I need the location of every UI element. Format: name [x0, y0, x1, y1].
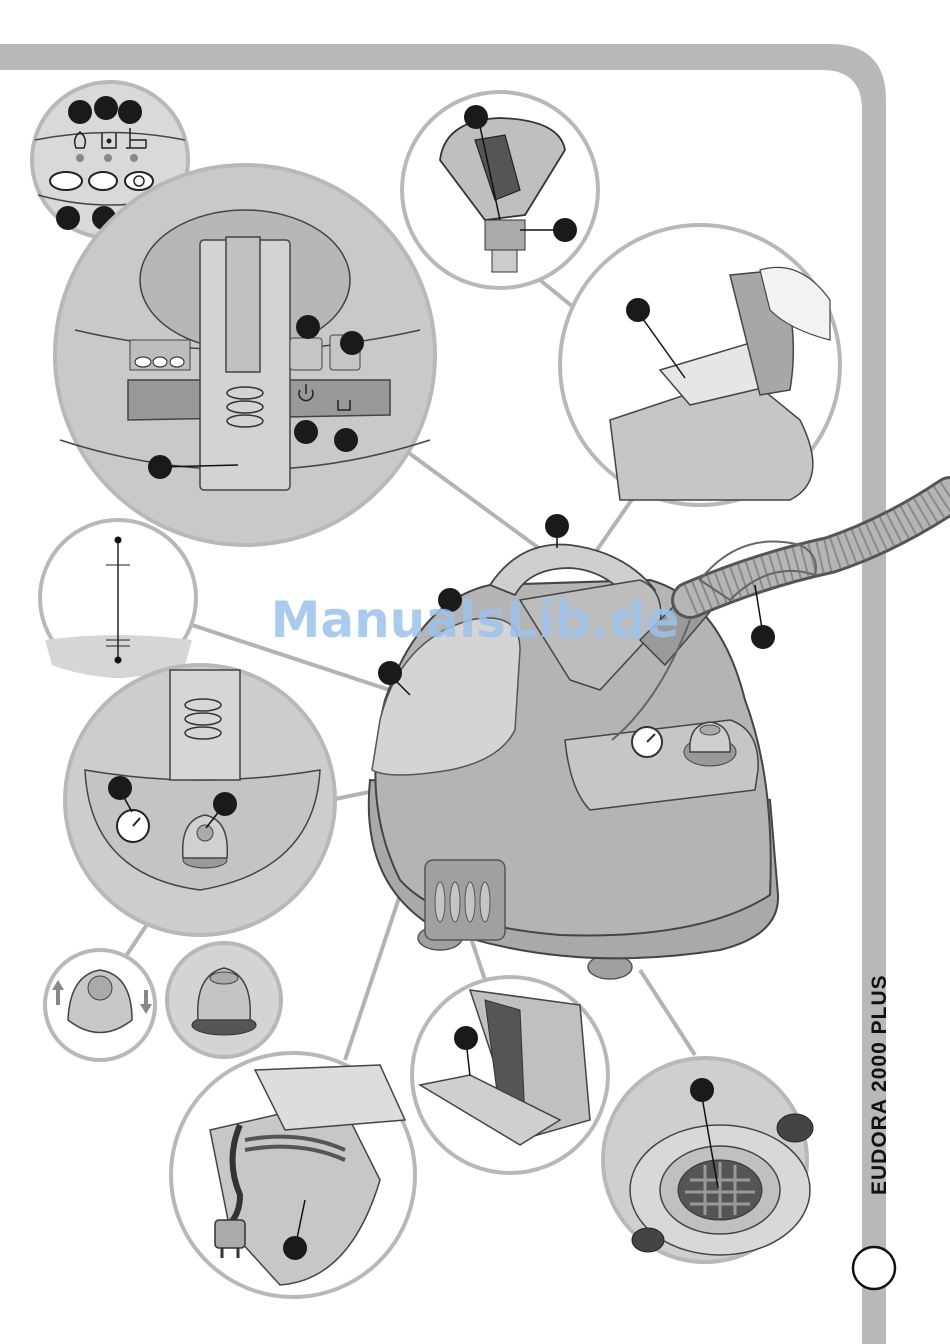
callout-marker [296, 315, 320, 339]
callout-marker [213, 792, 237, 816]
front-grille [425, 860, 505, 940]
front-controls-zoom [65, 665, 335, 935]
watermark: ManualsLib.de [240, 590, 710, 650]
callout-marker [454, 1026, 478, 1050]
page-title: EUDORA 2000 PLUS [865, 1035, 895, 1195]
callout-marker [283, 1236, 307, 1260]
funnel-zoom [402, 92, 598, 288]
callout-marker [464, 105, 488, 129]
page-number-circle [853, 1247, 895, 1289]
filter-drawer-zoom [412, 977, 608, 1173]
callout-marker [294, 420, 318, 444]
callout-marker [751, 625, 775, 649]
pressure-gauge-icon [117, 810, 149, 842]
callout-marker [118, 100, 142, 124]
callout-marker [94, 96, 118, 120]
filter-grille-icon [678, 1160, 762, 1220]
callout-marker [56, 206, 80, 230]
callout-marker [148, 455, 172, 479]
knob-seated-zoom [167, 943, 281, 1057]
callout-marker [690, 1078, 714, 1102]
bottom-filter-zoom [603, 1058, 813, 1262]
button-row [50, 172, 153, 190]
tank-lid-zoom [560, 225, 840, 505]
callout-marker [108, 776, 132, 800]
callout-marker [340, 331, 364, 355]
callout-marker [545, 514, 569, 538]
callout-marker [334, 428, 358, 452]
knob-rotate-zoom [45, 950, 155, 1060]
water-level-zoom [40, 520, 196, 678]
top-view-zoom [55, 165, 435, 545]
callout-marker [378, 661, 402, 685]
mini-control-panel [130, 340, 190, 370]
cable-storage-zoom [171, 1053, 415, 1297]
pressure-gauge-icon [632, 727, 662, 757]
callout-marker [68, 100, 92, 124]
callout-marker [553, 218, 577, 242]
callout-marker [626, 298, 650, 322]
